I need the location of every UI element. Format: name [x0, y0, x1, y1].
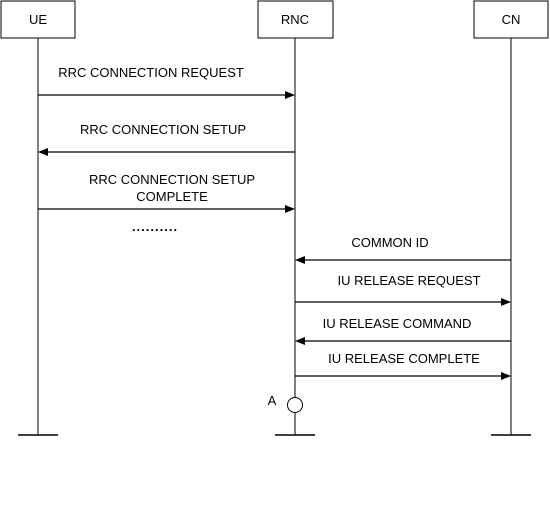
- cn-label: CN: [502, 12, 521, 27]
- ellipsis: ..........: [132, 219, 178, 234]
- message-6-arrowhead: [295, 337, 305, 345]
- marker-a-circle: [287, 397, 303, 413]
- rnc-label: RNC: [281, 12, 309, 27]
- marker-a-label: A: [268, 393, 277, 408]
- ue-label: UE: [29, 12, 47, 27]
- ue-box: [0, 0, 76, 39]
- message-3-arrowhead: [285, 205, 295, 213]
- message-3-label-line-1: RRC CONNECTION SETUP: [89, 172, 255, 187]
- message-7-arrowhead: [501, 372, 511, 380]
- message-5-arrowhead: [501, 298, 511, 306]
- rnc-box: [257, 0, 334, 39]
- message-5-label: IU RELEASE REQUEST: [337, 273, 480, 288]
- message-1-label: RRC CONNECTION REQUEST: [58, 65, 244, 80]
- message-1-arrowhead: [285, 91, 295, 99]
- message-2-label: RRC CONNECTION SETUP: [80, 122, 246, 137]
- message-2-arrowhead: [38, 148, 48, 156]
- cn-box: [473, 0, 549, 39]
- message-7-label: IU RELEASE COMPLETE: [328, 351, 480, 366]
- message-6-label: IU RELEASE COMMAND: [323, 316, 472, 331]
- message-4-arrowhead: [295, 256, 305, 264]
- message-4-label: COMMON ID: [351, 235, 428, 250]
- message-3-label-line-2: COMPLETE: [136, 189, 208, 204]
